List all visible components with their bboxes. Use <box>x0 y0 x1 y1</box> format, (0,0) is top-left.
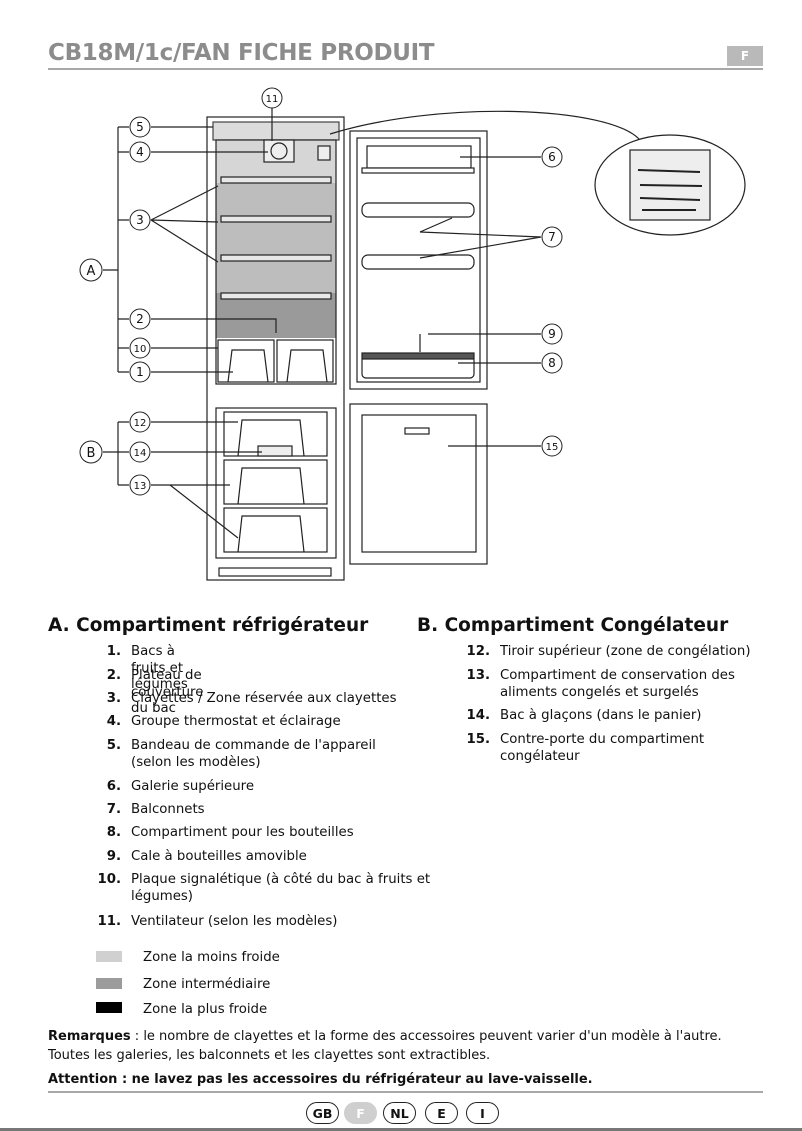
legend-swatch-coldest <box>96 1002 122 1013</box>
item-text: Ventilateur (selon les modèles) <box>131 914 338 929</box>
callout-label: 4 <box>136 145 144 159</box>
callout-8: 8 <box>541 352 563 374</box>
callout-2: 2 <box>129 308 151 330</box>
callout-label: 7 <box>548 230 556 244</box>
item-number: 15. <box>466 732 490 747</box>
remarks-line-2: Toutes les galeries, les balconnets et l… <box>48 1048 491 1063</box>
item-text: Bandeau de commande de l'appareil <box>131 738 376 753</box>
remarks-text: : le nombre de clayettes et la forme des… <box>130 1029 722 1044</box>
language-gb-button[interactable]: GB <box>306 1102 339 1124</box>
callout-3: 3 <box>129 209 151 231</box>
language-i-button[interactable]: I <box>466 1102 499 1124</box>
item-text-continued: aliments congelés et surgelés <box>500 685 699 700</box>
legend-swatch-intermediate <box>96 978 122 989</box>
item-number: 4. <box>106 714 121 729</box>
page-title: CB18M/1c/FAN FICHE PRODUIT <box>48 40 435 66</box>
legend-label: Zone la moins froide <box>143 950 280 965</box>
callout-13: 13 <box>129 474 151 496</box>
item-number: 9. <box>106 849 121 864</box>
callout-label: B <box>87 446 96 461</box>
language-f-button[interactable]: F <box>344 1102 377 1124</box>
item-text: Bac à glaçons (dans le panier) <box>500 708 702 723</box>
item-text: Tiroir supérieur (zone de congélation) <box>500 644 751 659</box>
item-number: 12. <box>466 644 490 659</box>
callout-label: 2 <box>136 312 144 326</box>
language-e-button[interactable]: E <box>425 1102 458 1124</box>
title-divider <box>48 68 763 70</box>
legend-label: Zone intermédiaire <box>143 977 271 992</box>
item-text: Clayettes / Zone réservée aux clayettes <box>131 691 397 706</box>
item-number: 13. <box>466 668 490 683</box>
item-text-continued: légumes) <box>131 889 193 904</box>
callout-14: 14 <box>129 441 151 463</box>
legend-swatch-least-cold <box>96 951 122 962</box>
callout-4: 4 <box>129 141 151 163</box>
item-text: Bacs à fruits et légumes <box>131 644 188 692</box>
legend-label: Zone la plus froide <box>143 1002 268 1017</box>
item-text: Compartiment de conservation des <box>500 668 735 683</box>
language-nl-button[interactable]: NL <box>383 1102 416 1124</box>
item-number: 2. <box>106 668 121 683</box>
item-text: Plateau de couverture du bac <box>131 668 204 716</box>
item-number: 8. <box>106 825 121 840</box>
language-tag: F <box>727 46 763 66</box>
callout-7: 7 <box>541 226 563 248</box>
section-a-heading: A. Compartiment réfrigérateur <box>48 615 369 636</box>
warning-note: Attention : ne lavez pas les accessoires… <box>48 1072 593 1087</box>
callout-label: 12 <box>134 418 147 429</box>
callout-label: 13 <box>134 481 147 492</box>
item-number: 1. <box>106 644 121 659</box>
remarks-label: Remarques <box>48 1029 131 1044</box>
callout-label: 14 <box>134 448 147 459</box>
item-text: Galerie supérieure <box>131 779 254 794</box>
callout-15: 15 <box>541 435 563 457</box>
item-number: 3. <box>106 691 121 706</box>
item-number: 11. <box>97 914 121 929</box>
callout-label: 9 <box>548 327 556 341</box>
item-text: Balconnets <box>131 802 205 817</box>
control-panel <box>212 121 340 141</box>
item-text-continued: (selon les modèles) <box>131 755 261 770</box>
callout-label: 5 <box>136 120 144 134</box>
remarks-note: Remarques : le nombre de clayettes et la… <box>48 1029 722 1044</box>
item-number: 5. <box>106 738 121 753</box>
callout-9: 9 <box>541 323 563 345</box>
callout-6: 6 <box>541 146 563 168</box>
item-text: Groupe thermostat et éclairage <box>131 714 341 729</box>
footer-divider <box>48 1091 763 1093</box>
page-edge <box>0 1128 802 1131</box>
item-number: 14. <box>466 708 490 723</box>
callout-label: 8 <box>548 356 556 370</box>
callout-B: B <box>79 440 103 464</box>
callout-label: 10 <box>134 344 147 355</box>
callout-11: 11 <box>261 87 283 109</box>
item-text: Compartiment pour les bouteilles <box>131 825 354 840</box>
item-number: 6. <box>106 779 121 794</box>
callout-A: A <box>79 258 103 282</box>
item-number: 7. <box>106 802 121 817</box>
callout-label: A <box>87 264 96 279</box>
callout-label: 6 <box>548 150 556 164</box>
callout-label: 11 <box>266 94 279 105</box>
callout-1: 1 <box>129 361 151 383</box>
item-text: Plaque signalétique (à côté du bac à fru… <box>131 872 431 887</box>
section-b-heading: B. Compartiment Congélateur <box>417 615 729 636</box>
callout-12: 12 <box>129 411 151 433</box>
callout-label: 1 <box>136 365 144 379</box>
callout-5: 5 <box>129 116 151 138</box>
item-text: Contre-porte du compartiment <box>500 732 705 747</box>
item-text: Cale à bouteilles amovible <box>131 849 307 864</box>
callout-10: 10 <box>129 337 151 359</box>
item-text-continued: congélateur <box>500 749 580 764</box>
callout-label: 15 <box>546 442 559 453</box>
callout-label: 3 <box>136 213 144 227</box>
item-number: 10. <box>97 872 121 887</box>
fridge-diagram: 5 4 3 A 2 10 1 11 12 B 14 13 6 7 9 8 15 <box>79 87 746 581</box>
